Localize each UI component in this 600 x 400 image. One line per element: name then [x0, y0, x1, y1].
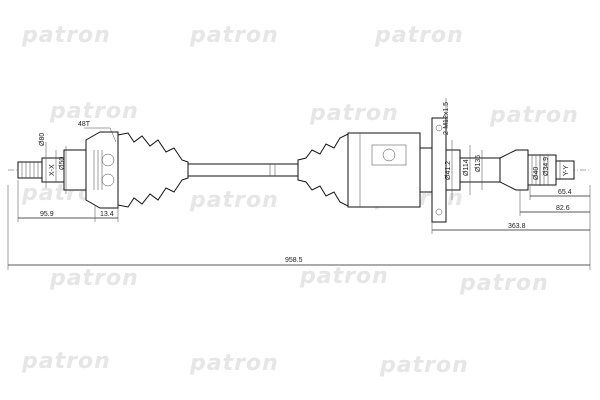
dim-d80: Ø80: [39, 133, 46, 146]
dim-d114: Ø114: [463, 159, 470, 176]
watermark-5: patron: [309, 101, 399, 126]
dim-thread: 2-M12x1.5: [443, 102, 450, 135]
main-shaft: [187, 163, 299, 177]
dim-363-8: 363.8: [508, 223, 526, 230]
watermark-3: patron: [374, 23, 464, 48]
watermark-8: patron: [189, 188, 279, 213]
right-tripod-housing: [347, 132, 421, 208]
dim-65-4: 65.4: [558, 189, 572, 196]
left-stub: [17, 149, 87, 191]
dim-d135: Ø135: [475, 155, 482, 172]
dim-y-y: Y-Y: [563, 165, 570, 176]
dimension-lines: [7, 98, 591, 270]
watermark-6: patron: [489, 103, 579, 128]
flange: [419, 117, 501, 223]
watermark-4: patron: [49, 99, 139, 124]
dim-82-6: 82.6: [556, 205, 570, 212]
dim-d40: Ø40: [533, 167, 540, 180]
right-stub: [499, 149, 575, 191]
dim-d41-2: Ø41.2: [445, 161, 452, 180]
watermark-13: patron: [21, 349, 111, 374]
dimension-labels: Ø80 X-X Ø50 48T 95.9 13.4 2-M12x1.5 Ø41.…: [39, 102, 572, 264]
left-cv-joint: [85, 131, 119, 209]
dim-48t: 48T: [78, 121, 91, 128]
dim-d34-9: Ø34.9: [543, 157, 550, 176]
left-boot: [117, 132, 189, 208]
watermark-1: patron: [21, 23, 111, 48]
right-boot: [297, 133, 349, 207]
watermark-12: patron: [459, 271, 549, 296]
dim-x-x: X-X: [49, 164, 56, 176]
dim-95-9: 95.9: [40, 211, 54, 218]
dim-13-4: 13.4: [100, 211, 114, 218]
watermark-11: patron: [299, 264, 389, 289]
watermark-10: patron: [49, 266, 139, 291]
dim-d50: Ø50: [59, 157, 66, 170]
watermark-2: patron: [189, 23, 279, 48]
dim-958-5: 958.5: [285, 257, 303, 264]
watermark-15: patron: [379, 353, 469, 378]
watermark-14: patron: [189, 351, 279, 376]
